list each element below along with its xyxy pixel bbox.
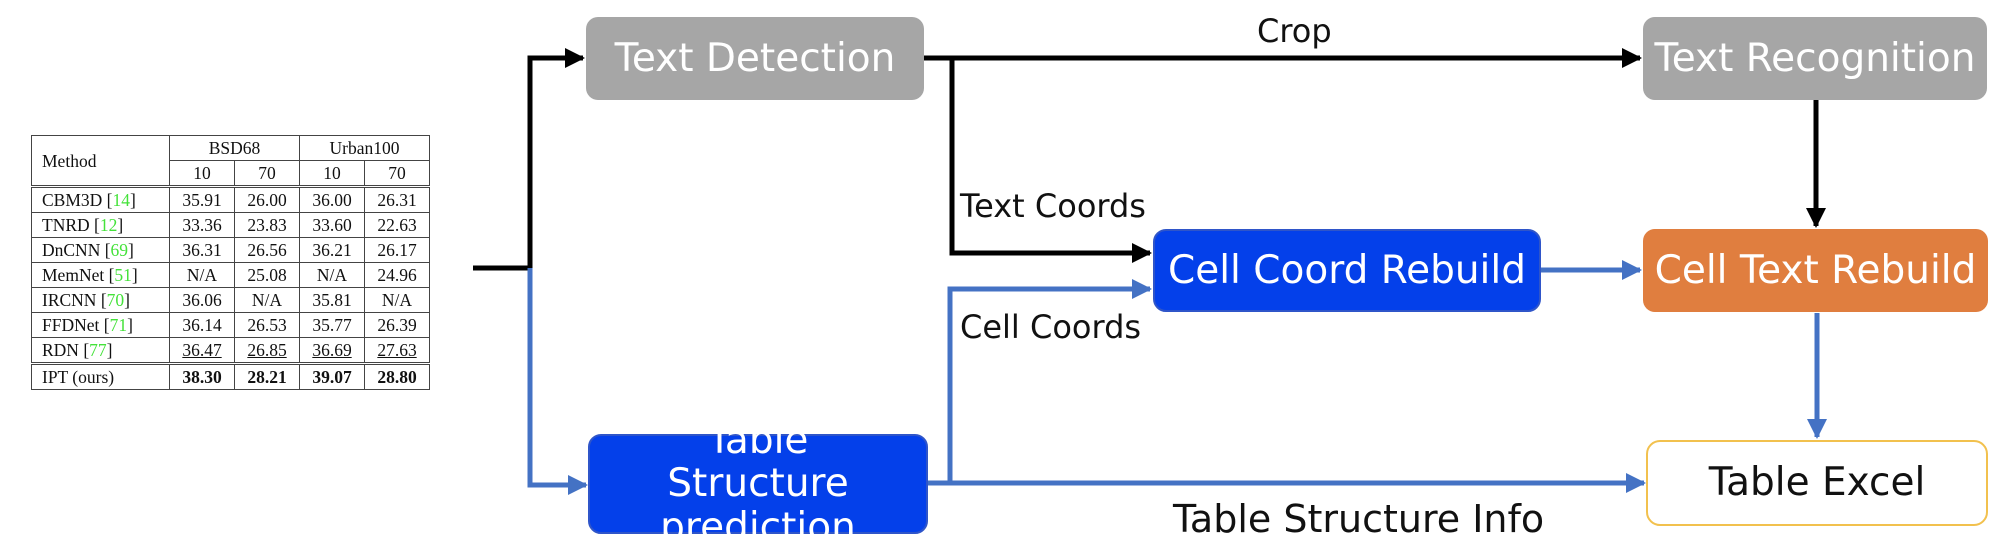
cell-value: 35.77 xyxy=(299,312,365,338)
cell-text-rebuild-node: Cell Text Rebuild xyxy=(1643,229,1988,312)
subheader: 70 xyxy=(234,160,300,187)
header-group-bsd68: BSD68 xyxy=(169,135,300,161)
cell-text-rebuild-label: Cell Text Rebuild xyxy=(1654,247,1977,293)
cell-value: 28.80 xyxy=(364,362,430,390)
row-method: DnCNN [69] xyxy=(31,237,170,263)
cell-value: 36.31 xyxy=(169,237,235,263)
text-detection-label: Text Detection xyxy=(614,35,896,81)
table-row: TNRD [12] 33.36 23.83 33.60 22.63 xyxy=(31,212,430,238)
method-name: TNRD xyxy=(42,215,90,235)
input-table: Method BSD68 Urban100 10 70 10 70 CBM3D … xyxy=(31,135,430,390)
table-row: RDN [77] 36.47 26.85 36.69 27.63 xyxy=(31,337,430,364)
edge-text-coords xyxy=(949,58,1152,263)
table-row: DnCNN [69] 36.31 26.56 36.21 26.17 xyxy=(31,237,430,263)
cell-value: 25.08 xyxy=(234,262,300,288)
table-excel-label: Table Excel xyxy=(1708,460,1926,506)
row-method: CBM3D [14] xyxy=(31,185,170,213)
row-method: MemNet [51] xyxy=(31,262,170,288)
edge-input-to-text-detection xyxy=(473,48,585,271)
cell-value: 38.30 xyxy=(169,362,235,390)
table-row: FFDNet [71] 36.14 26.53 35.77 26.39 xyxy=(31,312,430,338)
cell-value: 33.36 xyxy=(169,212,235,238)
table-row: IPT (ours) 38.30 28.21 39.07 28.80 xyxy=(31,362,430,390)
ref-number: 51 xyxy=(114,265,132,285)
method-name: IRCNN xyxy=(42,290,97,310)
cell-value: 28.21 xyxy=(234,362,300,390)
ref-number: 14 xyxy=(112,190,131,210)
edge-input-to-table-structure xyxy=(527,268,588,495)
cell-value: 23.83 xyxy=(234,212,300,238)
subheader: 70 xyxy=(364,160,430,187)
cell-value: 36.14 xyxy=(169,312,235,338)
header-group-urban100: Urban100 xyxy=(299,135,430,161)
cell-coord-rebuild-node: Cell Coord Rebuild xyxy=(1153,229,1541,312)
table-structure-prediction-label: Table Structure prediction xyxy=(660,417,856,550)
ref-number: 69 xyxy=(110,240,129,260)
method-name: DnCNN xyxy=(42,240,101,260)
table-row: IRCNN [70] 36.06 N/A 35.81 N/A xyxy=(31,287,430,313)
cell-value: 26.17 xyxy=(364,237,430,263)
row-method: TNRD [12] xyxy=(31,212,170,238)
text-recognition-label: Text Recognition xyxy=(1654,35,1976,81)
crop-label: Crop xyxy=(1257,12,1332,50)
cell-value: 36.00 xyxy=(299,185,365,213)
cell-value: 33.60 xyxy=(299,212,365,238)
row-method: RDN [77] xyxy=(31,337,170,364)
cell-value: N/A xyxy=(364,287,430,313)
row-method: IRCNN [70] xyxy=(31,287,170,313)
ref-number: 12 xyxy=(99,215,118,235)
cell-value: 26.39 xyxy=(364,312,430,338)
text-coords-label: Text Coords xyxy=(960,187,1146,225)
method-name: CBM3D xyxy=(42,190,103,210)
cell-coords-label: Cell Coords xyxy=(960,308,1142,346)
cell-value: 36.21 xyxy=(299,237,365,263)
ref-number: 71 xyxy=(109,315,128,335)
cell-value: 36.06 xyxy=(169,287,235,313)
table-excel-node: Table Excel xyxy=(1646,440,1988,526)
table-structure-info-label: Table Structure Info xyxy=(1173,497,1545,541)
row-method: IPT (ours) xyxy=(31,362,170,390)
table-structure-prediction-node: Table Structure prediction xyxy=(588,418,928,549)
cell-value: 27.63 xyxy=(364,337,430,364)
method-name: FFDNet xyxy=(42,315,100,335)
cell-value: 35.91 xyxy=(169,185,235,213)
cell-coord-rebuild-label: Cell Coord Rebuild xyxy=(1168,247,1526,293)
text-detection-node: Text Detection xyxy=(586,17,924,100)
header-method: Method xyxy=(31,135,170,187)
text-recognition-node: Text Recognition xyxy=(1643,17,1987,100)
cell-value: 26.56 xyxy=(234,237,300,263)
cell-value: 39.07 xyxy=(299,362,365,390)
method-name: MemNet xyxy=(42,265,105,285)
cell-value: N/A xyxy=(169,262,235,288)
row-method: FFDNet [71] xyxy=(31,312,170,338)
table-row: MemNet [51] N/A 25.08 N/A 24.96 xyxy=(31,262,430,288)
ref-number: 77 xyxy=(89,340,107,360)
method-name: RDN xyxy=(42,340,79,360)
ref-number: 70 xyxy=(106,290,125,310)
